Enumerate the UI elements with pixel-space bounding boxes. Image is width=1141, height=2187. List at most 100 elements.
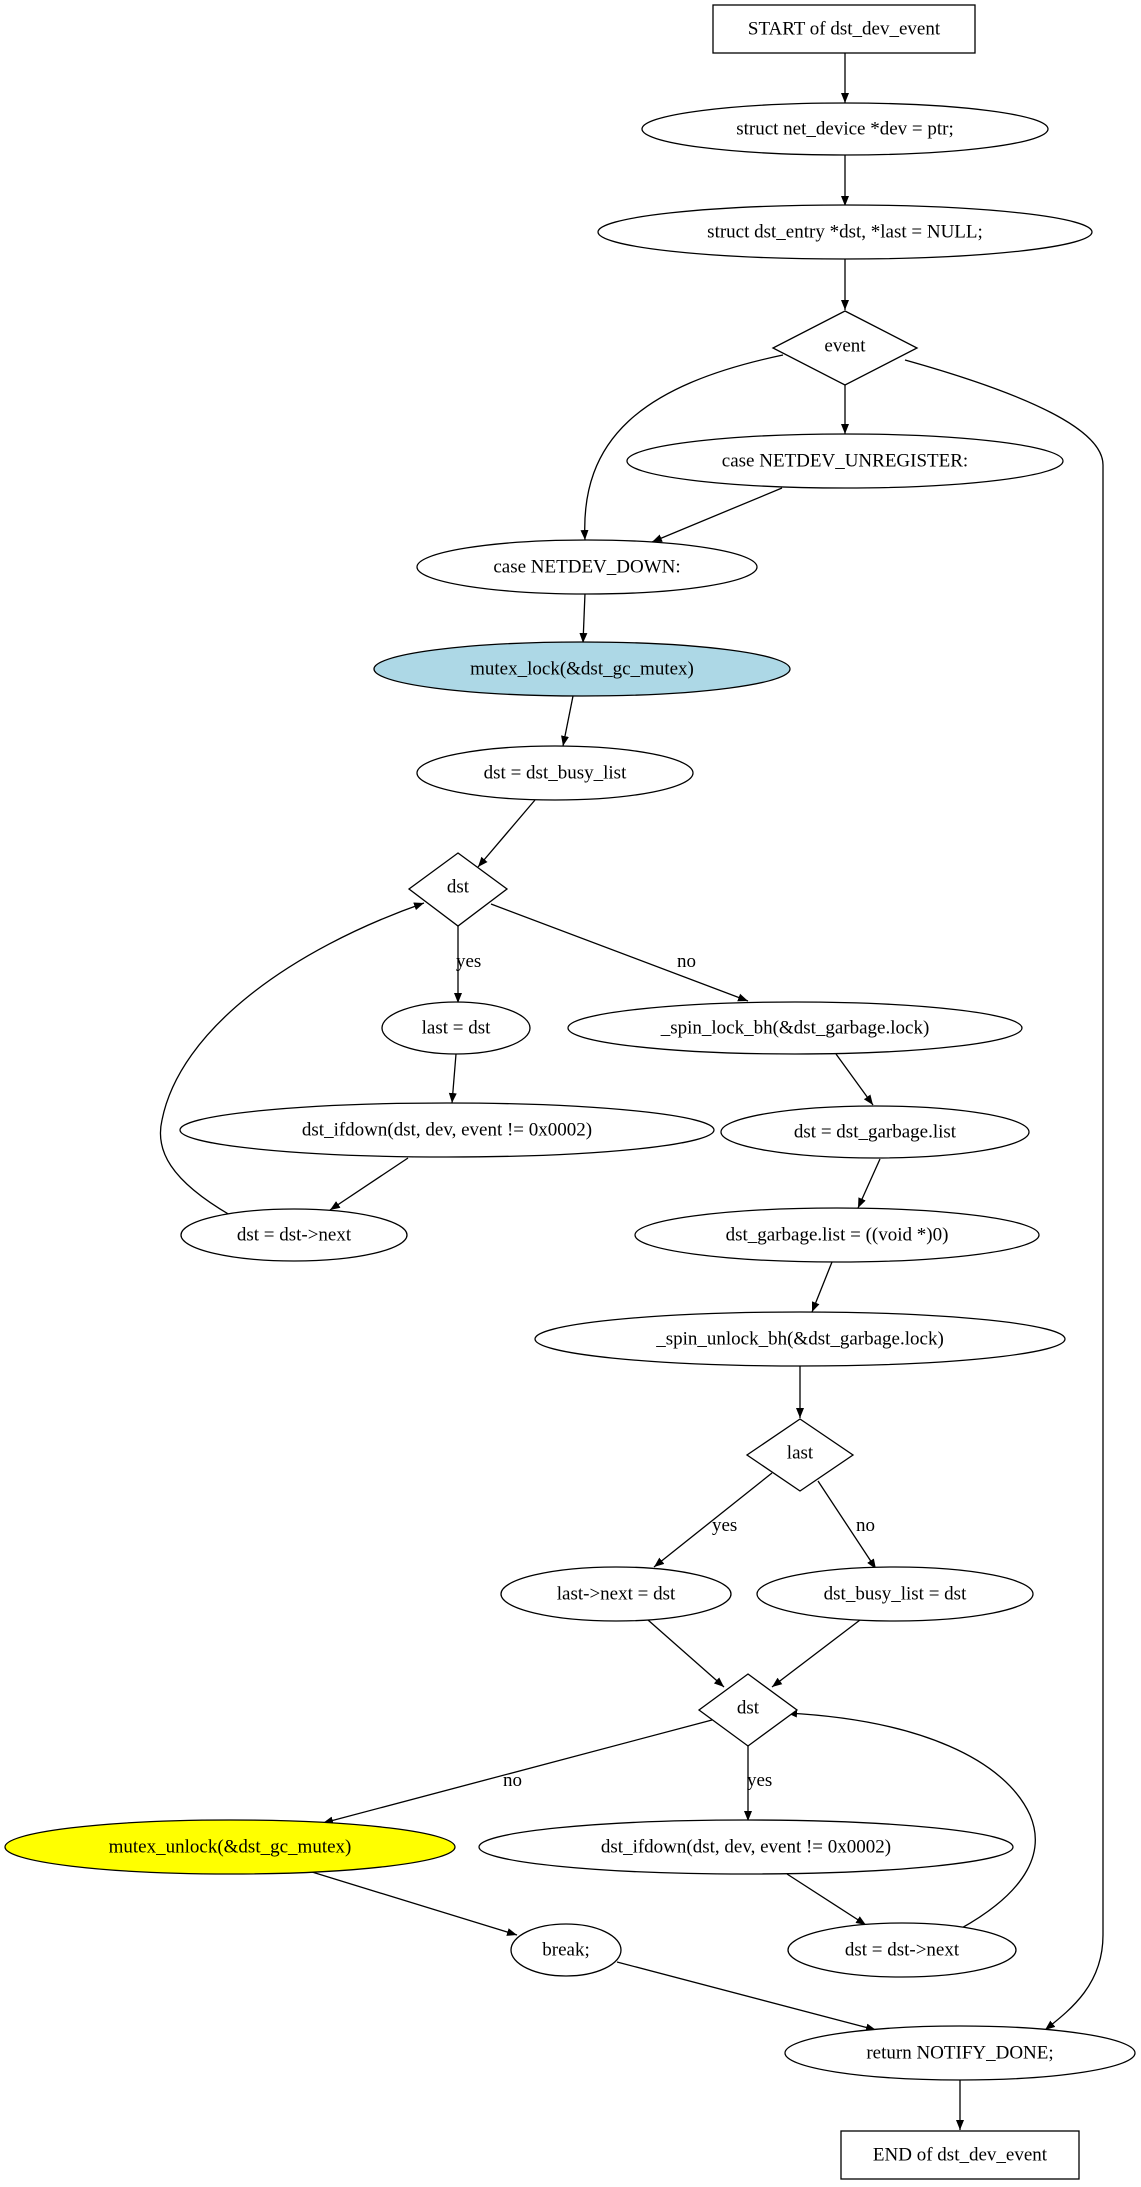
edge-next1-d1 bbox=[159, 902, 425, 1216]
node-next-1-shape bbox=[180, 1208, 408, 1262]
node-last-eq-dst: last = dst bbox=[381, 1001, 531, 1055]
node-dst-decision-2-shape bbox=[697, 1673, 799, 1747]
node-dst-busy-shape bbox=[416, 745, 694, 801]
node-end: END of dst_dev_event bbox=[840, 2130, 1080, 2180]
edge-lastnext-d2 bbox=[647, 1619, 725, 1688]
node-start-label: START of dst_dev_event bbox=[748, 19, 941, 40]
node-dst-decision-1: dst bbox=[407, 852, 509, 927]
node-last-decision-label: last bbox=[787, 1443, 814, 1464]
node-case-down: case NETDEV_DOWN: bbox=[416, 539, 758, 595]
node-next-2: dst = dst->next bbox=[787, 1922, 1017, 1978]
node-start: START of dst_dev_event bbox=[712, 4, 976, 54]
node-next-2-shape bbox=[787, 1922, 1017, 1978]
node-case-down-label: case NETDEV_DOWN: bbox=[493, 557, 680, 578]
node-garbage-list-label: dst = dst_garbage.list bbox=[794, 1122, 957, 1143]
node-spin-lock-label: _spin_lock_bh(&dst_garbage.lock) bbox=[660, 1018, 930, 1039]
node-start-shape bbox=[712, 4, 976, 54]
node-break-label: break; bbox=[542, 1940, 589, 1961]
edge-label-d2-no: no bbox=[503, 1770, 522, 1791]
edge-event-casedown bbox=[580, 354, 784, 541]
node-case-unregister-label: case NETDEV_UNREGISTER: bbox=[722, 451, 968, 472]
node-garbage-list-shape bbox=[720, 1105, 1030, 1159]
node-last-decision: last bbox=[745, 1418, 855, 1492]
node-last-next: last->next = dst bbox=[500, 1566, 732, 1622]
node-dst-decision-1-label: dst bbox=[447, 877, 470, 898]
node-ifdown-2-shape bbox=[478, 1819, 1014, 1875]
node-mutex-lock: mutex_lock(&dst_gc_mutex) bbox=[373, 641, 791, 697]
node-ifdown-2-label: dst_ifdown(dst, dev, event != 0x0002) bbox=[601, 1837, 891, 1858]
node-case-unregister-shape bbox=[626, 433, 1064, 489]
node-event-label: event bbox=[824, 336, 866, 357]
nodes: START of dst_dev_event struct net_device… bbox=[4, 4, 1136, 2180]
edge-dstbusy-d1 bbox=[477, 799, 536, 868]
node-dev: struct net_device *dev = ptr; bbox=[641, 102, 1049, 156]
edge-label-last-yes: yes bbox=[712, 1515, 737, 1536]
node-ifdown-1-label: dst_ifdown(dst, dev, event != 0x0002) bbox=[302, 1120, 592, 1141]
node-spin-lock-shape bbox=[567, 1001, 1023, 1055]
node-dev-shape bbox=[641, 102, 1049, 156]
node-busy-list-shape bbox=[756, 1566, 1034, 1622]
node-last-next-label: last->next = dst bbox=[557, 1584, 676, 1605]
node-break: break; bbox=[510, 1923, 622, 1977]
node-last-eq-dst-shape bbox=[381, 1001, 531, 1055]
node-last-decision-shape bbox=[745, 1418, 855, 1492]
node-busy-list-label: dst_busy_list = dst bbox=[824, 1584, 967, 1605]
edge-mutexlock-dstbusy bbox=[561, 695, 574, 747]
edge-casedown-mutexlock bbox=[579, 592, 588, 644]
edge-ifdown1-next1 bbox=[329, 1157, 409, 1211]
node-mutex-lock-shape bbox=[373, 641, 791, 697]
node-next-2-label: dst = dst->next bbox=[845, 1940, 960, 1961]
edge-label-d2-yes: yes bbox=[747, 1770, 772, 1791]
node-spin-lock: _spin_lock_bh(&dst_garbage.lock) bbox=[567, 1001, 1023, 1055]
node-event: event bbox=[771, 310, 919, 386]
node-break-shape bbox=[510, 1923, 622, 1977]
node-next-1-label: dst = dst->next bbox=[237, 1225, 352, 1246]
node-return: return NOTIFY_DONE; bbox=[784, 2025, 1136, 2081]
edge-garbagenull-spinunlock bbox=[811, 1261, 833, 1313]
node-dst-entry: struct dst_entry *dst, *last = NULL; bbox=[597, 204, 1093, 260]
node-case-down-shape bbox=[416, 539, 758, 595]
node-dst-decision-1-shape bbox=[407, 852, 509, 927]
node-ifdown-1-shape bbox=[179, 1102, 715, 1158]
node-end-shape bbox=[840, 2130, 1080, 2180]
node-garbage-null-shape bbox=[634, 1207, 1040, 1263]
node-garbage-null: dst_garbage.list = ((void *)0) bbox=[634, 1207, 1040, 1263]
node-ifdown-1: dst_ifdown(dst, dev, event != 0x0002) bbox=[179, 1102, 715, 1158]
edge-ifdown2-next2 bbox=[786, 1873, 867, 1926]
edge-d1-spinlock bbox=[490, 903, 749, 1002]
edge-next2-d2 bbox=[786, 1709, 1036, 1930]
edge-lasteq-ifdown1 bbox=[448, 1053, 457, 1104]
edge-labels: yes no yes no no yes bbox=[456, 951, 875, 1791]
node-case-unregister: case NETDEV_UNREGISTER: bbox=[626, 433, 1064, 489]
node-mutex-unlock-shape bbox=[4, 1819, 456, 1875]
node-event-shape bbox=[771, 310, 919, 386]
edge-spinlock-garbagelist bbox=[835, 1053, 874, 1106]
edge-event-return bbox=[904, 359, 1104, 2031]
node-spin-unlock-label: _spin_unlock_bh(&dst_garbage.lock) bbox=[655, 1329, 944, 1350]
node-garbage-list: dst = dst_garbage.list bbox=[720, 1105, 1030, 1159]
node-next-1: dst = dst->next bbox=[180, 1208, 408, 1262]
edge-label-d1-no: no bbox=[677, 951, 696, 972]
node-busy-list: dst_busy_list = dst bbox=[756, 1566, 1034, 1622]
node-dst-busy-label: dst = dst_busy_list bbox=[484, 763, 627, 784]
node-dev-label: struct net_device *dev = ptr; bbox=[736, 119, 954, 140]
edges bbox=[159, 53, 1104, 2130]
node-end-label: END of dst_dev_event bbox=[873, 2145, 1048, 2166]
node-mutex-unlock: mutex_unlock(&dst_gc_mutex) bbox=[4, 1819, 456, 1875]
node-dst-decision-2-label: dst bbox=[737, 1698, 760, 1719]
edge-caseunreg-casedown bbox=[651, 487, 783, 543]
node-dst-entry-label: struct dst_entry *dst, *last = NULL; bbox=[707, 222, 983, 243]
node-mutex-lock-label: mutex_lock(&dst_gc_mutex) bbox=[470, 659, 694, 680]
edge-label-d1-yes: yes bbox=[456, 951, 481, 972]
node-return-shape bbox=[784, 2025, 1136, 2081]
node-spin-unlock-shape bbox=[534, 1311, 1066, 1367]
edge-d2-mutexunlock bbox=[322, 1719, 713, 1825]
node-last-eq-dst-label: last = dst bbox=[422, 1018, 491, 1039]
node-dst-entry-shape bbox=[597, 204, 1093, 260]
node-dst-decision-2: dst bbox=[697, 1673, 799, 1747]
edge-lastd-busylist bbox=[817, 1480, 877, 1570]
node-ifdown-2: dst_ifdown(dst, dev, event != 0x0002) bbox=[478, 1819, 1014, 1875]
node-garbage-null-label: dst_garbage.list = ((void *)0) bbox=[726, 1225, 949, 1246]
node-mutex-unlock-label: mutex_unlock(&dst_gc_mutex) bbox=[109, 1837, 352, 1858]
